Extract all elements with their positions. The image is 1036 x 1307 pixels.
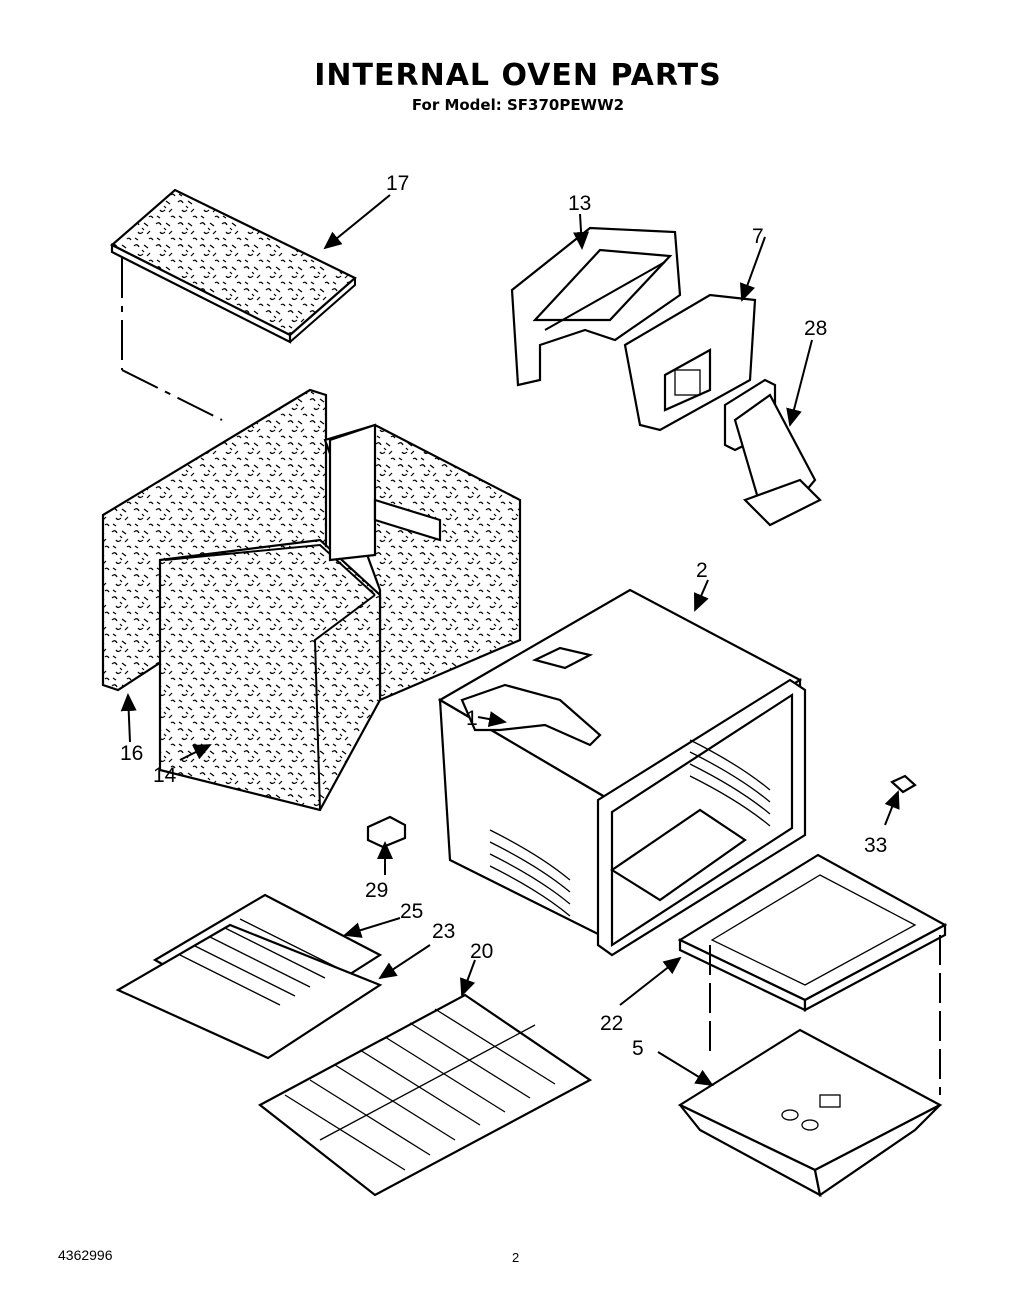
part-29-bracket <box>366 815 407 849</box>
callout-5: 5 <box>632 1037 644 1060</box>
part-25-23-broiler <box>115 893 383 1060</box>
callout-13: 13 <box>568 192 591 215</box>
document-number: 4362996 <box>58 1247 113 1263</box>
part-22-bottom-panel <box>677 853 948 1095</box>
callout-29: 29 <box>365 879 388 902</box>
part-2-oven-cavity <box>437 588 807 957</box>
model-subtitle: For Model: SF370PEWW2 <box>411 96 625 114</box>
callout-33: 33 <box>864 834 887 857</box>
part-13-duct <box>510 226 682 387</box>
part-7-vent <box>623 293 757 432</box>
callout-2: 2 <box>696 559 708 582</box>
page-number: 2 <box>512 1250 520 1265</box>
part-17-top-insulation <box>110 188 357 421</box>
callout-22: 22 <box>600 1012 623 1035</box>
callout-7: 7 <box>752 225 764 248</box>
part-28-chute <box>723 378 822 527</box>
callout-leaders <box>120 194 900 1087</box>
callout-25: 25 <box>400 900 423 923</box>
part-20-oven-rack <box>257 993 593 1197</box>
page-title: INTERNAL OVEN PARTS <box>314 58 722 93</box>
callout-16: 16 <box>120 742 143 765</box>
part-5-bottom-pan <box>677 1028 943 1198</box>
callout-20: 20 <box>470 940 493 963</box>
part-33-clip <box>890 774 917 794</box>
callout-17: 17 <box>386 172 409 195</box>
callout-28: 28 <box>804 317 827 340</box>
callout-23: 23 <box>432 920 455 943</box>
callout-14: 14 <box>153 764 177 787</box>
callout-1: 1 <box>466 707 478 730</box>
part-16-14-insulation <box>101 388 522 812</box>
